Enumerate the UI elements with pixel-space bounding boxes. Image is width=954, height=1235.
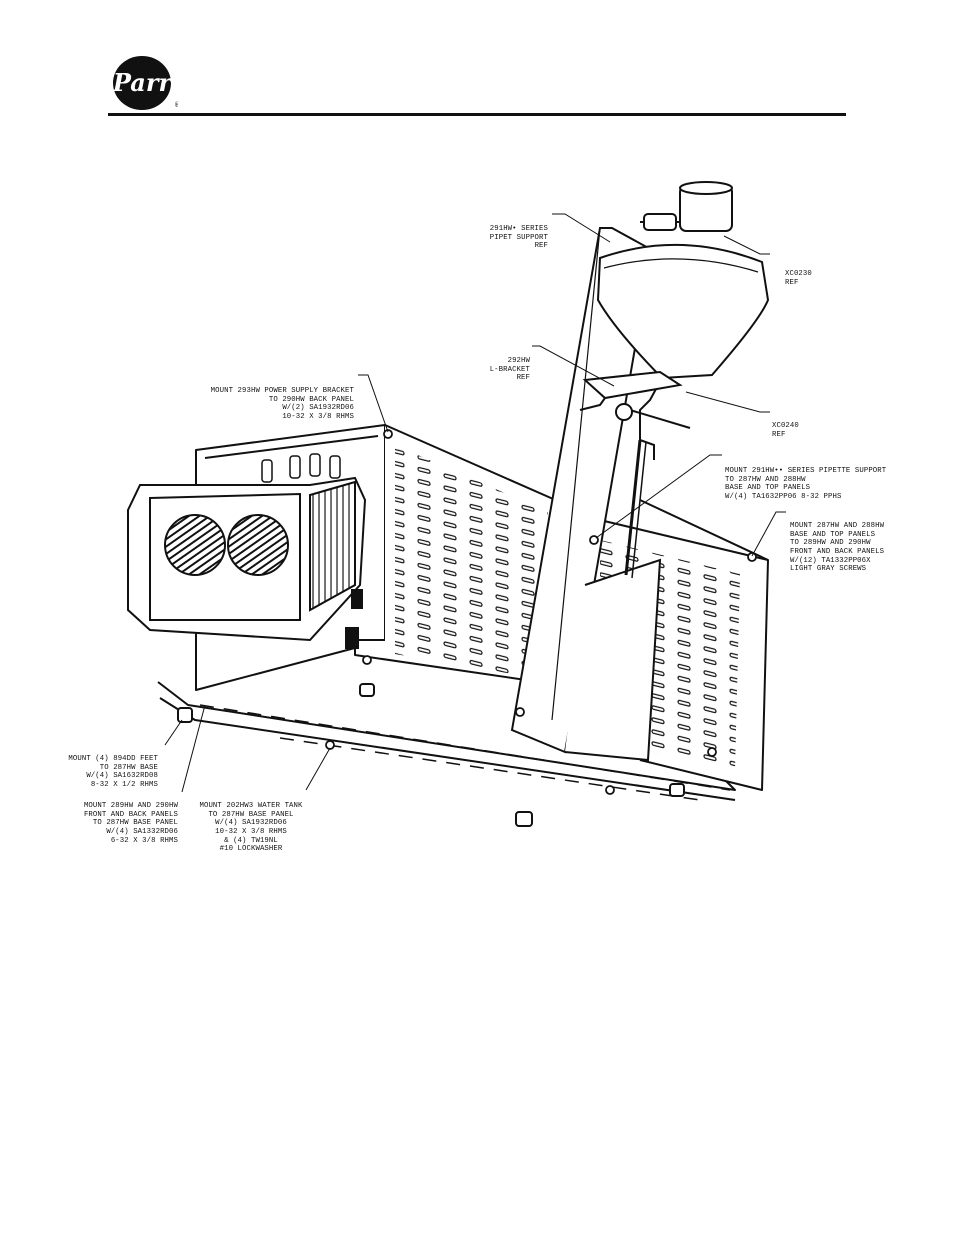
screw (362, 655, 372, 665)
screw (515, 707, 525, 717)
leader-lines (164, 213, 786, 793)
screws (325, 429, 757, 795)
logo-wordmark: Parr (112, 68, 173, 97)
screw (747, 552, 757, 562)
registered-mark: ® (174, 101, 178, 109)
screw (605, 785, 615, 795)
heat-sink-fins (309, 480, 356, 612)
parr-logo: Parr ® (112, 56, 178, 110)
funnel-assembly (596, 181, 770, 579)
side-vents (395, 445, 548, 680)
header-rule (108, 113, 846, 116)
fan-left (164, 514, 226, 576)
screw (325, 740, 335, 750)
screw (707, 747, 717, 757)
l-bracket (579, 370, 683, 411)
base-lower-edge (159, 697, 736, 801)
feet (177, 683, 685, 827)
screw (383, 429, 393, 439)
fan-right (227, 514, 289, 576)
power-supply-module (127, 453, 367, 649)
